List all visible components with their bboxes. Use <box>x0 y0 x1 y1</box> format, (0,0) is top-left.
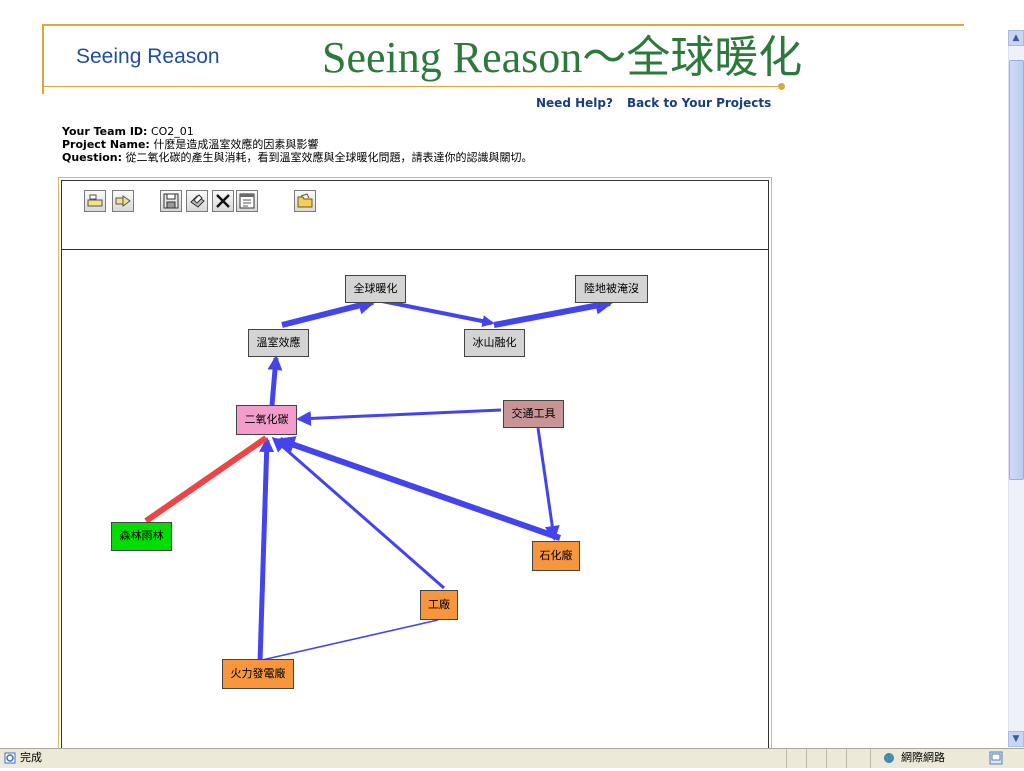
header-rule-dot <box>778 83 785 90</box>
save-button[interactable] <box>160 190 182 212</box>
node-ice-melt[interactable]: 冰山融化 <box>464 329 525 357</box>
link-transport-to-co2[interactable] <box>296 408 502 426</box>
scroll-down-button[interactable]: ▼ <box>1008 731 1024 747</box>
scrollbar-thumb[interactable] <box>1009 60 1024 480</box>
status-text: 完成 <box>20 751 42 764</box>
globe-icon <box>883 752 895 764</box>
add-factor-button[interactable] <box>84 190 106 212</box>
node-greenhouse-effect[interactable]: 溫室效應 <box>248 329 309 357</box>
link-petrochem-to-co2[interactable] <box>276 436 561 541</box>
status-cell <box>786 749 806 768</box>
chevron-down-icon: ▼ <box>1012 734 1020 744</box>
node-petrochemical-plant[interactable]: 石化廠 <box>532 541 580 571</box>
zone-text: 網際網路 <box>901 751 945 764</box>
header-rule-left <box>42 24 44 94</box>
node-co2[interactable]: 二氧化碳 <box>236 405 297 435</box>
project-name-label: Project Name: <box>62 138 150 151</box>
status-cell <box>846 749 870 768</box>
question-value: 從二氧化碳的產生與消耗，看到溫室效應與全球暖化問題，請表達你的認識與關切。 <box>125 151 533 164</box>
resize-grip-icon <box>989 751 1003 765</box>
status-cell <box>826 749 846 768</box>
link-rainforest-to-co2[interactable] <box>144 435 268 524</box>
open-button[interactable] <box>294 190 316 212</box>
seeing-reason-logo: Seeing Reason <box>76 45 220 68</box>
question-line: Question: 從二氧化碳的產生與消耗，看到溫室效應與全球暖化問題，請表達你… <box>62 151 533 164</box>
scroll-up-button[interactable]: ▲ <box>1008 30 1024 46</box>
need-help-link[interactable]: Need Help? <box>536 96 613 110</box>
team-id-value: CO2_01 <box>150 125 194 138</box>
add-arrow-icon <box>115 195 131 207</box>
question-label: Question: <box>62 151 123 164</box>
print-button[interactable] <box>186 190 208 212</box>
project-name-line: Project Name: 什麼是造成溫室效應的因素與影響 <box>62 138 318 151</box>
chevron-up-icon: ▲ <box>1012 33 1020 43</box>
properties-icon <box>239 193 255 209</box>
page-title: Seeing Reason～全球暖化 <box>322 33 803 82</box>
node-factory[interactable]: 工廠 <box>420 590 458 620</box>
causal-map-links <box>144 296 614 663</box>
back-to-projects-link[interactable]: Back to Your Projects <box>626 96 772 110</box>
header-rule-bottom <box>42 86 782 87</box>
node-land-flooded[interactable]: 陸地被淹沒 <box>575 275 648 303</box>
status-cell <box>806 749 826 768</box>
team-id-line: Your Team ID: CO2_01 <box>62 125 194 138</box>
node-transport[interactable]: 交通工具 <box>503 400 564 428</box>
link-icemelt-to-flooded[interactable] <box>493 296 614 328</box>
link-transport-to-petrochem[interactable] <box>536 427 560 541</box>
link-powerplant-to-co2[interactable] <box>257 437 275 663</box>
link-greenhouse-to-warming[interactable] <box>281 296 377 328</box>
print-icon <box>190 194 205 208</box>
save-icon <box>163 193 179 209</box>
open-folder-icon <box>297 193 313 208</box>
zone-cell: 網際網路 <box>870 749 1024 768</box>
add-arrow-button[interactable] <box>112 190 134 212</box>
delete-button[interactable] <box>212 190 234 212</box>
header-links: Need Help? Back to Your Projects <box>536 96 771 110</box>
delete-icon <box>216 194 230 208</box>
link-powerplant-factory[interactable] <box>261 619 439 661</box>
toolbar-separator <box>61 249 769 250</box>
ie-page-icon <box>4 752 16 764</box>
add-factor-icon <box>87 194 103 207</box>
link-co2-to-greenhouse[interactable] <box>267 355 283 406</box>
node-rainforest[interactable]: 森林雨林 <box>111 522 172 551</box>
properties-button[interactable] <box>236 190 258 212</box>
status-bar: 完成 網際網路 <box>0 748 1024 768</box>
team-id-label: Your Team ID: <box>62 125 148 138</box>
header-rule-top <box>42 24 964 26</box>
project-name-value: 什麼是造成溫室效應的因素與影響 <box>153 138 319 151</box>
link-warming-to-icemelt[interactable] <box>376 298 495 328</box>
node-power-plant[interactable]: 火力發電廠 <box>222 659 294 689</box>
node-global-warming[interactable]: 全球暖化 <box>345 275 406 303</box>
link-factory-to-co2[interactable] <box>271 437 445 590</box>
map-panel <box>61 180 769 760</box>
